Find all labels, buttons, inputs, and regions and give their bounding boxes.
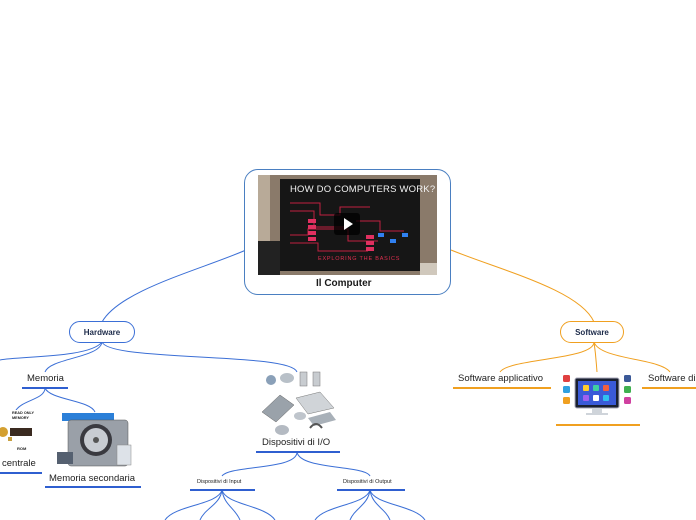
hardware-node[interactable]: Hardware [69, 321, 135, 343]
connector-hardware-io [101, 341, 298, 373]
connector-root-software [450, 249, 595, 323]
connector-software-applicativo [499, 341, 595, 373]
io-output-underline [337, 489, 405, 491]
io-input-label[interactable]: Dispositivi di Input [197, 479, 242, 485]
io-label[interactable]: Dispositivi di I/O [262, 437, 331, 448]
video-subline: EXPLORING THE BASICS [318, 256, 401, 262]
play-icon [344, 218, 353, 230]
hard-disk-image [57, 413, 132, 467]
connector-memoria-centrale [14, 387, 46, 413]
software-monitor-image [563, 375, 631, 415]
software-label: Software [575, 327, 609, 337]
hardware-label: Hardware [83, 327, 121, 337]
io-input-underline [190, 489, 255, 491]
connector-software-base [593, 341, 671, 373]
root-title: Il Computer [316, 278, 372, 289]
memoria-label[interactable]: Memoria [27, 373, 64, 384]
rom-image [0, 410, 44, 448]
connector-hardware-left [0, 341, 103, 361]
memoria-centrale-label[interactable]: centrale [2, 458, 36, 469]
software-applicativo-underline [453, 387, 551, 389]
io-underline [256, 451, 340, 453]
connector-io-output [296, 451, 371, 477]
memoria-secondaria-label[interactable]: Memoria secondaria [49, 473, 136, 484]
software-base-underline [642, 387, 696, 389]
software-base-label[interactable]: Software di [648, 373, 696, 384]
play-button[interactable] [334, 213, 360, 235]
io-devices-image [261, 371, 336, 435]
video-headline: HOW DO COMPUTERS WORK? [290, 184, 436, 195]
software-image-underline [556, 424, 640, 426]
software-applicativo-label[interactable]: Software applicativo [458, 373, 544, 384]
connector-io-input [221, 451, 298, 477]
connector-software-image [593, 341, 598, 373]
io-output-label[interactable]: Dispositivi di Output [343, 479, 392, 485]
connector-root-hardware [101, 249, 247, 323]
rom-top-label: READ ONLY MEMORY [12, 411, 34, 420]
memoria-secondaria-underline [45, 486, 141, 488]
software-node[interactable]: Software [560, 321, 624, 343]
connector-hardware-memoria [44, 341, 103, 373]
memoria-underline [22, 387, 68, 389]
rom-bottom-label: ROM [17, 446, 27, 451]
memoria-centrale-underline [0, 472, 42, 474]
connector-memoria-secondaria [44, 387, 96, 413]
